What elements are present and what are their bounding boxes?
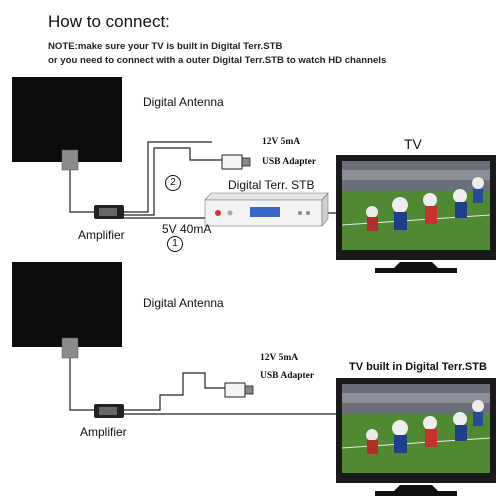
amplifier-label-2: Amplifier (80, 425, 127, 439)
step-2-badge: 2 (165, 175, 181, 191)
tv-1 (336, 155, 496, 273)
adapter-label-2: USB Adapter (260, 371, 315, 381)
amplifier-label-1: Amplifier (78, 228, 125, 242)
usb-tip-2 (244, 385, 254, 395)
antenna-label-1: Digital Antenna (143, 95, 224, 109)
set-top-box (204, 192, 329, 227)
page-title: How to connect: (48, 12, 170, 31)
adapter-label-1: USB Adapter (262, 157, 317, 167)
usb-plug-2 (224, 382, 246, 398)
antenna-connector-1 (61, 149, 79, 171)
tv-label-2: TV built in Digital Terr.STB (349, 361, 487, 373)
cables-2 (69, 355, 336, 415)
current-label: 5V 40mA (162, 222, 212, 236)
amplifier-label-plate-1 (99, 208, 117, 216)
antenna-connector-2 (61, 337, 79, 359)
usb-plug-1 (221, 154, 243, 170)
stb-label: Digital Terr. STB (228, 178, 315, 192)
antenna-panel-2 (12, 262, 122, 347)
note-line-2: or you need to connect with a outer Digi… (48, 55, 387, 66)
antenna-label-2: Digital Antenna (143, 296, 224, 310)
tv-label-1: TV (404, 136, 422, 152)
stb-display (250, 207, 280, 217)
usb-tip-1 (241, 157, 251, 167)
tv-2 (336, 378, 496, 496)
adapter-power-1: 12V 5mA (262, 137, 301, 147)
amplifier-label-plate-2 (99, 407, 117, 415)
step-1-badge: 1 (167, 236, 183, 252)
note-line-1: NOTE:make sure your TV is built in Digit… (48, 41, 283, 52)
antenna-panel-1 (12, 77, 122, 162)
adapter-power-2: 12V 5mA (260, 353, 299, 363)
